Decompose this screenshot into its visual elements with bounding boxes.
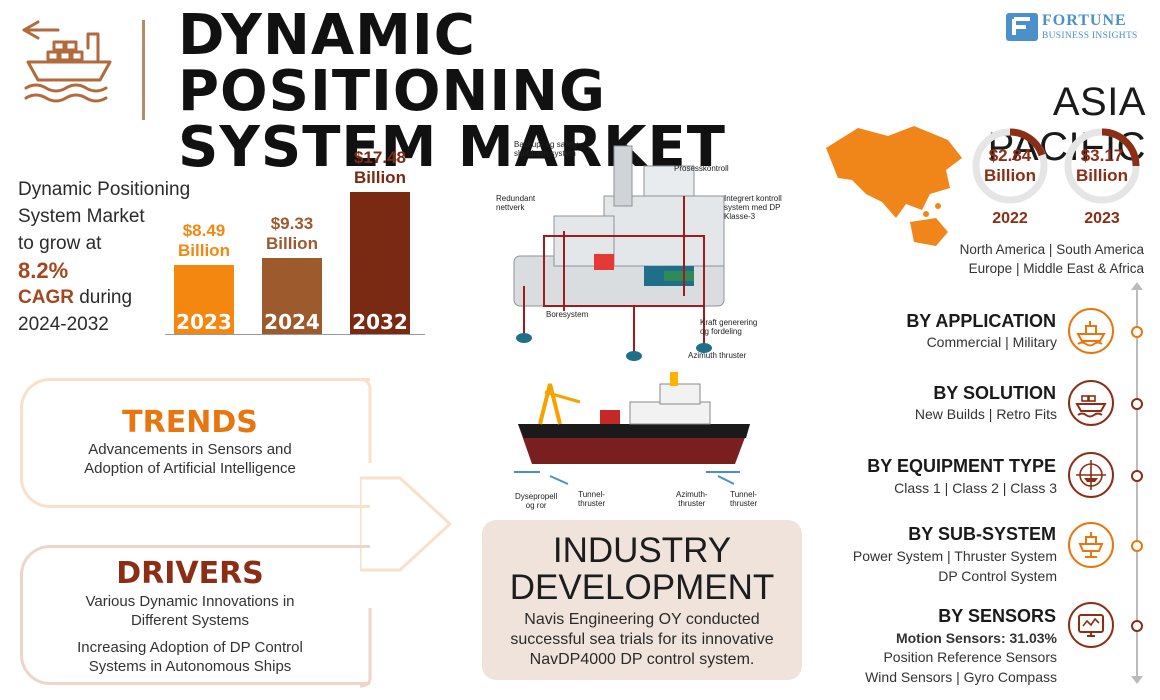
segment-dot-sensors bbox=[1131, 620, 1143, 632]
industry-development-panel bbox=[482, 520, 802, 680]
page-title: DYNAMIC POSITIONING SYSTEM MARKET bbox=[178, 3, 726, 180]
segment-dot-solution bbox=[1131, 398, 1143, 410]
diagram-label-tunnel2: Tunnel- thruster bbox=[730, 490, 758, 508]
trends-panel bbox=[20, 378, 370, 508]
segments-timeline bbox=[1136, 286, 1138, 680]
ship-icon bbox=[1068, 308, 1114, 354]
diagram-label-prosess: Prosesskontroll bbox=[674, 164, 729, 173]
drivers-panel bbox=[20, 545, 370, 685]
drivers-description: Various Dynamic Innovations in Different… bbox=[77, 593, 303, 675]
segment-items-sensors-2: Position Reference Sensors bbox=[883, 649, 1057, 665]
fortune-logo-icon bbox=[1006, 13, 1038, 41]
asia-pacific-year-2023: 2023 bbox=[1084, 210, 1120, 227]
segment-title-application: BY APPLICATION bbox=[906, 311, 1056, 331]
other-regions: North America | South America Europe | M… bbox=[959, 242, 1144, 276]
segment-items-sensors-3: Wind Sensors | Gyro Compass bbox=[865, 669, 1057, 685]
segment-items-application: Commercial | Military bbox=[926, 334, 1057, 350]
growth-statement: Dynamic Positioning System Market to gro… bbox=[18, 176, 218, 338]
thruster-icon bbox=[1068, 522, 1114, 568]
diagram-label-tunnel1: Tunnel- thruster bbox=[578, 490, 606, 508]
segment-items-subsystem-1: Power System | Thruster System bbox=[852, 548, 1057, 564]
bar-chart-baseline bbox=[165, 334, 425, 335]
cargo-ship-icon bbox=[1068, 380, 1114, 426]
cagr-rate: 8.2% bbox=[18, 258, 69, 283]
bar-2032: 2032 bbox=[350, 192, 410, 334]
segment-title-equipment: BY EQUIPMENT TYPE bbox=[867, 456, 1056, 476]
diagram-label-azimuth: Azimuth thruster bbox=[688, 351, 747, 360]
segment-dot-subsystem bbox=[1131, 540, 1143, 552]
segment-title-solution: BY SOLUTION bbox=[933, 383, 1056, 403]
industry-development-title: INDUSTRY DEVELOPMENT bbox=[509, 531, 775, 607]
segment-items-sensors-1: Motion Sensors: 31.03% bbox=[895, 630, 1057, 646]
brand-subtitle: BUSINESS INSIGHTS bbox=[1042, 31, 1138, 41]
bar-2023: 2023 bbox=[174, 265, 234, 334]
segment-dot-equipment bbox=[1131, 470, 1143, 482]
bar-category-label: 2024 bbox=[264, 310, 320, 334]
header-divider bbox=[142, 20, 145, 120]
bar-2024: 2024 bbox=[262, 258, 322, 334]
diagram-label-redundant: Redundant nettverk bbox=[496, 194, 536, 212]
trends-title: TRENDS bbox=[122, 405, 258, 440]
dp-rig-diagram bbox=[513, 145, 725, 361]
diagram-label-azimuth2: Azimuth- thruster bbox=[676, 490, 708, 508]
diagram-label-dyse: Dysepropell og ror bbox=[515, 492, 558, 510]
asia-pacific-year-2022: 2022 bbox=[992, 210, 1028, 227]
trends-description: Advancements in Sensors and Adoption of … bbox=[84, 441, 296, 477]
segment-title-sensors: BY SENSORS bbox=[938, 606, 1056, 626]
bar-category-label: 2023 bbox=[176, 310, 232, 334]
cargo-ship-logo-icon bbox=[22, 20, 112, 103]
sensor-monitor-icon bbox=[1068, 602, 1114, 648]
forecast-period: 2024-2032 bbox=[18, 314, 109, 335]
brand-name: FORTUNE bbox=[1042, 12, 1127, 29]
diagram-label-backup: Backup- og safety shutdown system bbox=[514, 140, 579, 158]
segment-items-solution: New Builds | Retro Fits bbox=[914, 406, 1057, 422]
segment-title-subsystem: BY SUB-SYSTEM bbox=[908, 524, 1056, 544]
diagram-label-bore: Boresystem bbox=[546, 310, 589, 319]
segment-items-subsystem-2: DP Control System bbox=[938, 568, 1057, 584]
navigation-ship-icon bbox=[1068, 452, 1114, 498]
bar-category-label: 2032 bbox=[352, 310, 408, 334]
industry-development-text: Navis Engineering OY conducted successfu… bbox=[510, 611, 774, 668]
asia-pacific-donut-2022 bbox=[972, 128, 1048, 204]
timeline-arrow-down-icon bbox=[1131, 676, 1143, 684]
diagram-label-kraft: Kraft generering og fordeling bbox=[700, 318, 758, 336]
segment-dot-application bbox=[1131, 326, 1143, 338]
drivers-title: DRIVERS bbox=[116, 556, 264, 591]
segment-items-equipment: Class 1 | Class 2 | Class 3 bbox=[894, 480, 1057, 496]
timeline-arrow-up-icon bbox=[1131, 282, 1143, 290]
asia-pacific-map-icon bbox=[826, 126, 962, 246]
trends-arrow-connector bbox=[360, 378, 453, 688]
asia-pacific-donut-2023 bbox=[1064, 128, 1140, 204]
dp-ship-diagram bbox=[514, 372, 750, 485]
diagram-label-integrert: Integrert kontroll system med DP Klasse-… bbox=[724, 194, 782, 221]
